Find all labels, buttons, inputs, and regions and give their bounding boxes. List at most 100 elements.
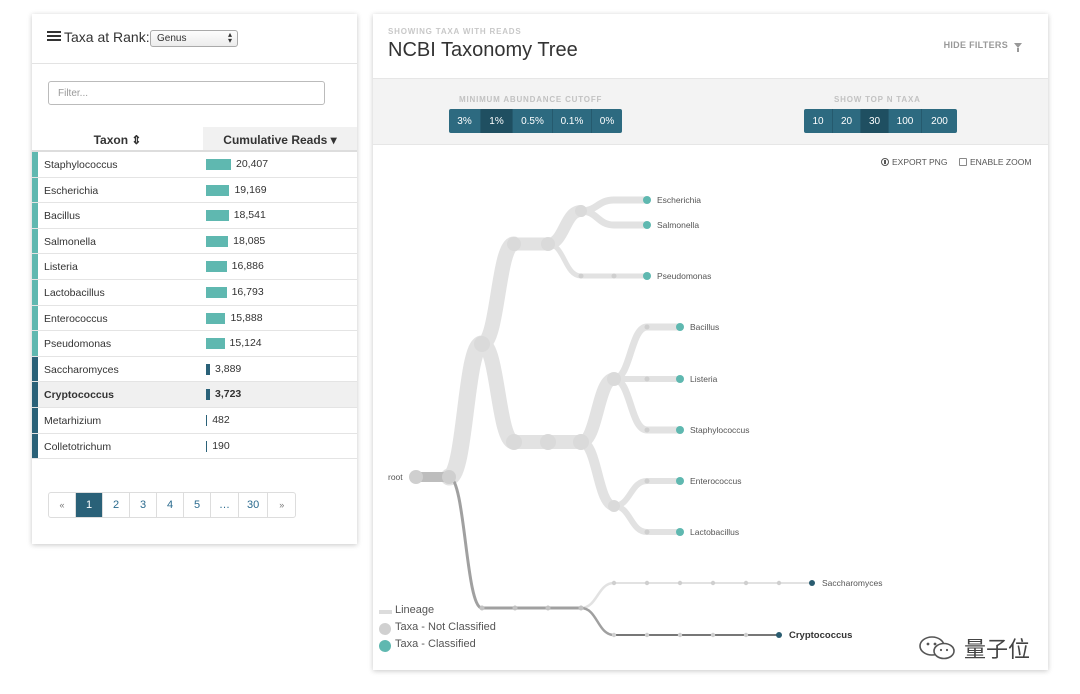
pagination-page-button[interactable]: … xyxy=(211,493,239,517)
tree-node[interactable] xyxy=(710,580,716,586)
pagination-next-button[interactable]: » xyxy=(279,500,285,510)
leaf-node-classified[interactable] xyxy=(643,221,651,229)
pagination-page-button[interactable]: 4 xyxy=(157,493,184,517)
tree-node[interactable] xyxy=(776,580,782,586)
abundance-option-button[interactable]: 0.1% xyxy=(553,109,592,133)
pagination-prev-button[interactable]: « xyxy=(49,493,76,517)
legend-not-classified: Taxa - Not Classified xyxy=(379,621,496,638)
top-n-option-button[interactable]: 10 xyxy=(804,109,833,133)
leaf-node-classified[interactable] xyxy=(676,528,684,536)
tree-node[interactable] xyxy=(644,529,650,535)
tree-node[interactable] xyxy=(479,605,485,611)
tree-node[interactable] xyxy=(512,605,518,611)
classification-tag xyxy=(32,177,38,203)
tree-node[interactable] xyxy=(507,237,521,251)
tree-node[interactable] xyxy=(644,478,650,484)
column-header-taxon[interactable]: Taxon ⇕ xyxy=(32,127,203,152)
zoom-checkbox[interactable] xyxy=(959,158,967,166)
classification-tag xyxy=(32,382,38,407)
tree-node[interactable] xyxy=(506,434,522,450)
tree-node[interactable] xyxy=(743,632,749,638)
column-header-cumulative-reads[interactable]: Cumulative Reads ▾ xyxy=(203,127,357,152)
reads-bar xyxy=(206,414,208,426)
tree-node[interactable] xyxy=(677,632,683,638)
reads-value: 15,124 xyxy=(229,337,262,350)
tree-node[interactable] xyxy=(607,372,621,386)
abundance-option-button[interactable]: 3% xyxy=(449,109,481,133)
tree-node[interactable] xyxy=(743,580,749,586)
reads-bar xyxy=(206,159,231,170)
tree-node[interactable] xyxy=(611,632,617,638)
top-n-option-button[interactable]: 20 xyxy=(833,109,861,133)
tree-node[interactable] xyxy=(611,273,617,279)
tree-node[interactable] xyxy=(644,324,650,330)
reads-bar xyxy=(206,286,227,298)
leaf-node-classified[interactable] xyxy=(676,323,684,331)
tree-node[interactable] xyxy=(644,427,650,433)
leaf-node-classified[interactable] xyxy=(676,477,684,485)
tree-node[interactable] xyxy=(540,434,556,450)
leaf-node-classified[interactable] xyxy=(676,375,684,383)
tree-node[interactable] xyxy=(608,500,620,512)
pagination-page-button[interactable]: 1 xyxy=(76,493,103,517)
leaf-node-classified[interactable] xyxy=(643,196,651,204)
tree-node[interactable] xyxy=(474,336,490,352)
leaf-node-not-classified[interactable] xyxy=(776,632,782,638)
tree-node[interactable] xyxy=(573,434,589,450)
abundance-option-button[interactable]: 0.5% xyxy=(513,109,553,133)
leaf-node-classified[interactable] xyxy=(643,272,651,280)
pagination-page-button[interactable]: 3 xyxy=(130,493,157,517)
classification-tag xyxy=(32,152,38,177)
leaf-node-not-classified[interactable] xyxy=(809,580,815,586)
top-n-option-button[interactable]: 200 xyxy=(922,109,957,133)
export-png-button[interactable]: EXPORT PNG xyxy=(881,157,947,167)
pagination-page-button[interactable]: 5 xyxy=(184,493,211,517)
taxon-name: Saccharomyces xyxy=(44,363,119,376)
top-n-option-button[interactable]: 100 xyxy=(889,109,922,133)
taxonomy-tree-panel: SHOWING TAXA WITH READS NCBI Taxonomy Tr… xyxy=(373,14,1048,670)
tree-node[interactable] xyxy=(578,605,584,611)
rank-select[interactable]: Genus ▴▾ xyxy=(150,30,238,47)
tree-node[interactable] xyxy=(644,580,650,586)
leaf-label: Escherichia xyxy=(657,195,701,205)
abundance-option-button[interactable]: 1% xyxy=(481,109,513,133)
abundance-option-button[interactable]: 0% xyxy=(592,109,622,133)
legend-not-classified-label: Taxa - Not Classified xyxy=(395,621,496,633)
taxon-name: Salmonella xyxy=(44,235,96,248)
leaf-node-classified[interactable] xyxy=(676,426,684,434)
classification-tag xyxy=(32,407,38,433)
enable-zoom-toggle[interactable]: ENABLE ZOOM xyxy=(959,157,1031,167)
lineage-link xyxy=(474,236,522,352)
root-label: root xyxy=(388,472,403,482)
reads-value: 16,886 xyxy=(231,260,264,273)
legend-lineage-label: Lineage xyxy=(395,604,435,616)
filter-input[interactable]: Filter... xyxy=(48,81,325,105)
hide-filters-button[interactable]: HIDE FILTERS xyxy=(944,40,1022,52)
pagination-page-button[interactable]: 30 xyxy=(239,493,269,517)
tree-node[interactable] xyxy=(644,376,650,382)
tree-node[interactable] xyxy=(710,632,716,638)
root-node[interactable] xyxy=(409,470,423,484)
tree-node[interactable] xyxy=(578,273,584,279)
tree-node[interactable] xyxy=(541,237,555,251)
tree-node[interactable] xyxy=(545,605,551,611)
top-n-option-button[interactable]: 30 xyxy=(861,109,889,133)
tree-node[interactable] xyxy=(611,580,617,586)
tree-node[interactable] xyxy=(677,580,683,586)
pagination-page-button[interactable]: 2 xyxy=(103,493,130,517)
tree-node[interactable] xyxy=(442,470,456,484)
tree-node[interactable] xyxy=(575,205,587,217)
tree-node[interactable] xyxy=(644,632,650,638)
